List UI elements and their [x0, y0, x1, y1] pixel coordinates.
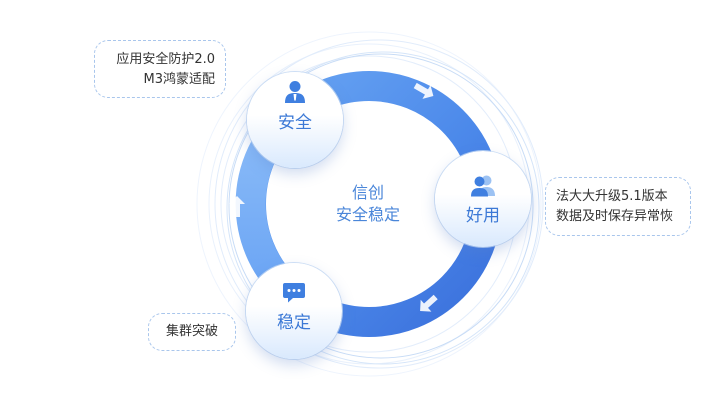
center-title-line2: 安全稳定 — [335, 205, 400, 224]
callout-stable-line1: 集群突破 — [165, 324, 218, 339]
user-icon — [285, 81, 305, 103]
chat-bubble-icon — [283, 283, 305, 303]
center-title: 信创 安全稳定 — [318, 182, 418, 226]
callout-good-line1: 法大大升级5.1版本 — [556, 189, 668, 204]
callout-security-line2: M3鸿蒙适配 — [143, 72, 216, 87]
arrow-bottom-right-icon — [420, 294, 438, 312]
node-good-label: 好用 — [466, 206, 500, 226]
arrow-left-up-icon — [229, 196, 245, 217]
callout-good-line2: 数据及时保存异常恢 — [556, 209, 674, 224]
callout-security-line1: 应用安全防护2.0 — [116, 52, 215, 67]
callout-good: 法大大升级5.1版本 数据及时保存异常恢 — [545, 177, 691, 236]
node-security-label: 安全 — [278, 113, 312, 133]
node-stable-label: 稳定 — [277, 313, 311, 333]
arrow-top-right-icon — [413, 82, 434, 99]
center-title-line1: 信创 — [351, 183, 384, 202]
node-security: 安全 — [247, 72, 343, 168]
users-icon — [471, 175, 495, 197]
node-good: 好用 — [435, 151, 531, 247]
callout-security: 应用安全防护2.0 M3鸿蒙适配 — [94, 40, 226, 98]
background-guide-circles — [196, 31, 544, 377]
node-stable: 稳定 — [246, 263, 342, 359]
callout-stable: 集群突破 — [148, 313, 236, 351]
